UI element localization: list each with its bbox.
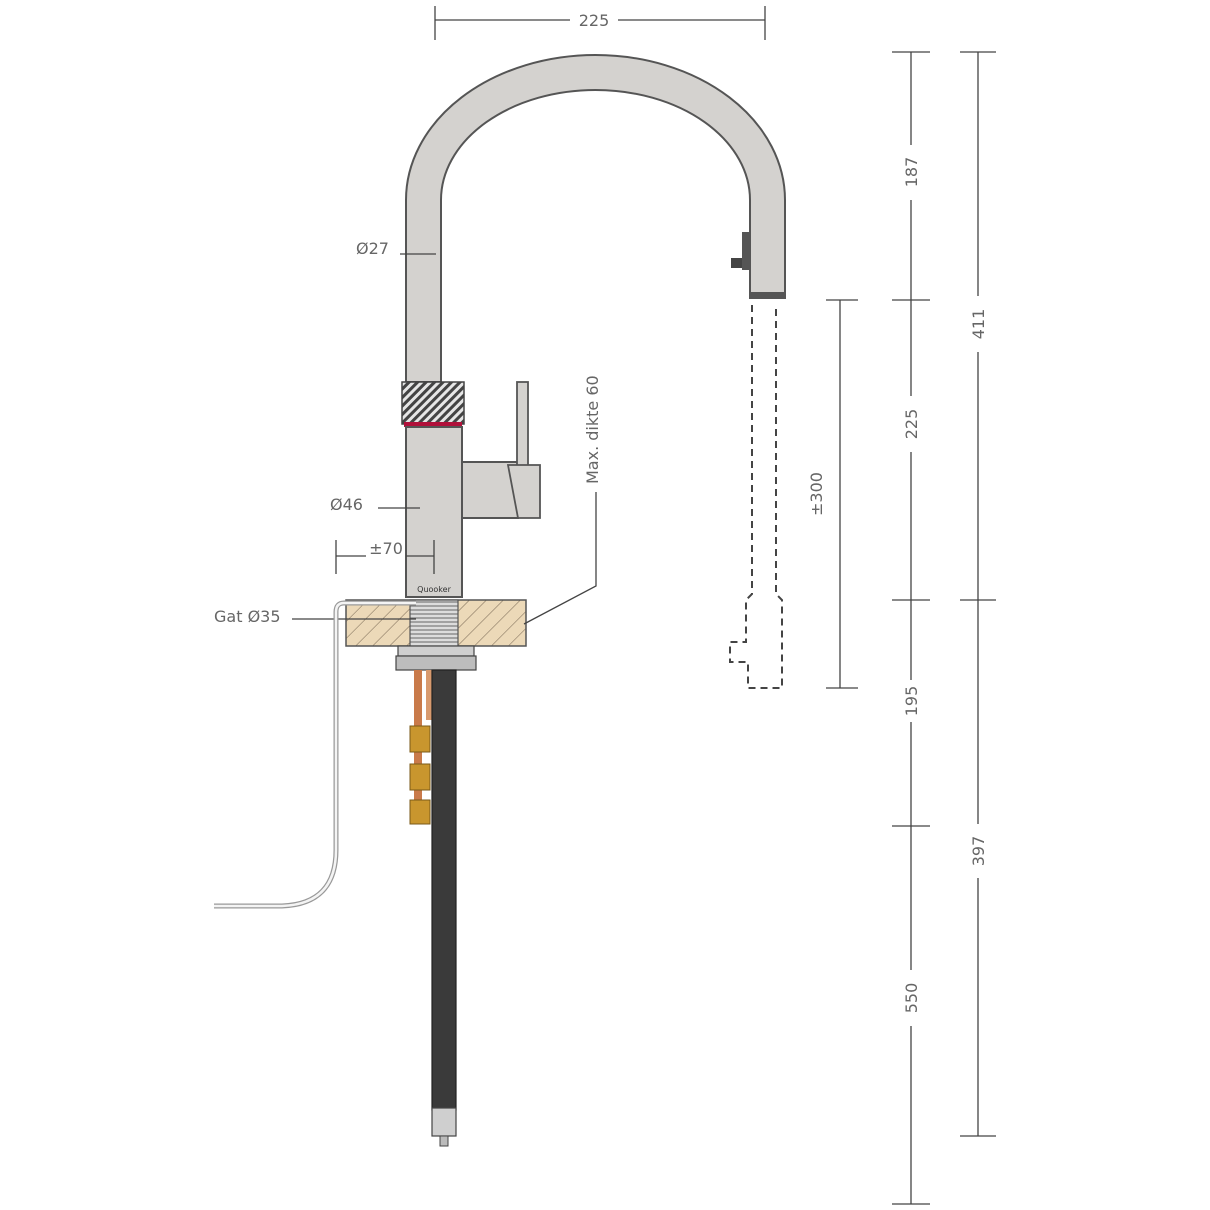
height-dimensions-inner: 187 225 195 550 xyxy=(892,51,930,1205)
pullout-hose xyxy=(431,669,457,1111)
reach-value: 225 xyxy=(579,11,610,30)
svg-text:550: 550 xyxy=(902,983,921,1014)
spout xyxy=(405,54,786,383)
reach-dimension: 225 xyxy=(434,6,766,40)
control-cable xyxy=(214,600,416,909)
tap-body: Quooker xyxy=(405,381,541,598)
max-thickness-label: Max. dikte 60 xyxy=(523,375,602,625)
svg-text:Max. dikte 60: Max. dikte 60 xyxy=(583,375,602,484)
svg-text:Gat Ø35: Gat Ø35 xyxy=(214,607,281,626)
mounting-nut xyxy=(395,645,477,671)
lever-offset-dimension: ±70 xyxy=(335,539,435,574)
brand-label: Quooker xyxy=(417,585,451,594)
svg-text:±300: ±300 xyxy=(807,472,826,516)
brass-fittings xyxy=(409,725,431,825)
spout-diameter-label: Ø27 xyxy=(356,239,436,258)
svg-text:195: 195 xyxy=(902,686,921,717)
svg-text:225: 225 xyxy=(902,409,921,440)
threaded-shank xyxy=(409,599,459,647)
svg-text:±70: ±70 xyxy=(369,539,403,558)
lever-handle xyxy=(516,381,529,471)
svg-text:411: 411 xyxy=(969,309,988,340)
pullout-dimension: ±300 xyxy=(807,299,858,689)
svg-text:397: 397 xyxy=(969,836,988,867)
svg-text:Ø46: Ø46 xyxy=(330,495,363,514)
worktop xyxy=(345,599,527,647)
pullout-outline xyxy=(729,305,783,689)
spout-button xyxy=(731,258,747,268)
hole-diameter-label: Gat Ø35 xyxy=(214,607,416,626)
knurled-ring xyxy=(401,381,465,425)
svg-text:187: 187 xyxy=(902,157,921,188)
indicator-ring xyxy=(404,422,462,427)
svg-text:Ø27: Ø27 xyxy=(356,239,389,258)
body-diameter-label: Ø46 xyxy=(330,495,420,514)
aerator xyxy=(750,292,785,299)
height-dimensions-outer: 411 397 xyxy=(960,51,996,1137)
